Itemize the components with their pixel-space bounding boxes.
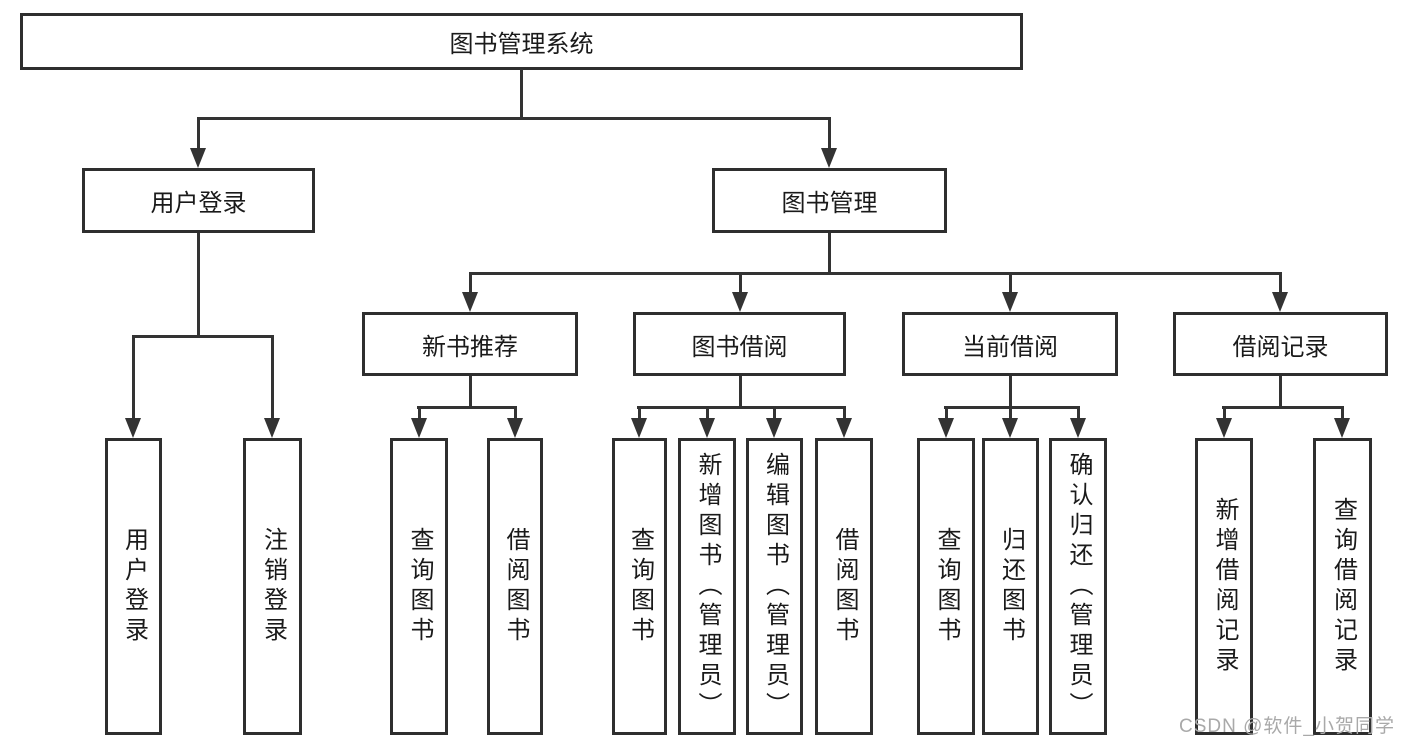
- arrowhead-icon: [1216, 418, 1232, 438]
- node-library-management-system: 图书管理系统: [20, 13, 1023, 70]
- leaf-user-login: 用户登录: [105, 438, 162, 735]
- connector-drop: [418, 406, 421, 420]
- connector-drop: [706, 406, 709, 420]
- leaf-logout-login: 注销登录: [243, 438, 302, 735]
- arrowhead-icon: [938, 418, 954, 438]
- arrowhead-icon: [1002, 292, 1018, 312]
- connector-drop-book-management: [828, 117, 831, 151]
- leaf-add-borrow-record: 新增借阅记录: [1195, 438, 1253, 735]
- leaf-borrow-books: 借阅图书: [815, 438, 873, 735]
- connector-drop-leaf-logout: [271, 335, 274, 420]
- csdn-watermark: CSDN @软件_小贺同学: [1179, 716, 1395, 737]
- connector-drop: [1077, 406, 1080, 420]
- arrowhead-icon: [1272, 292, 1288, 312]
- connector-root-rail: [197, 117, 831, 120]
- arrowhead-icon: [732, 292, 748, 312]
- connector-book-management-stem: [828, 233, 831, 275]
- arrowhead-icon: [821, 148, 837, 168]
- leaf-confirm-return-admin: 确认归还（管理员）: [1049, 438, 1107, 735]
- arrowhead-icon: [1334, 418, 1350, 438]
- connector-new-book-rail: [417, 406, 517, 409]
- connector-drop-leaf-user-login: [132, 335, 135, 420]
- connector-user-login-stem: [197, 233, 200, 335]
- connector-drop: [843, 406, 846, 420]
- leaf-query-borrow-record: 查询借阅记录: [1313, 438, 1372, 735]
- arrowhead-icon: [1002, 418, 1018, 438]
- connector-drop: [1223, 406, 1226, 420]
- connector-root-stem: [520, 69, 523, 118]
- node-user-login: 用户登录: [82, 168, 315, 233]
- arrowhead-icon: [264, 418, 280, 438]
- arrowhead-icon: [411, 418, 427, 438]
- connector-user-login-rail: [132, 335, 274, 338]
- leaf-edit-books-admin: 编辑图书（管理员）: [746, 438, 803, 735]
- arrowhead-icon: [190, 148, 206, 168]
- connector-drop-user-login: [197, 117, 200, 151]
- connector-drop: [514, 406, 517, 420]
- connector-current-borrow-rail: [944, 406, 1080, 409]
- node-book-management: 图书管理: [712, 168, 947, 233]
- connector-drop-book-borrow: [739, 272, 742, 294]
- arrowhead-icon: [462, 292, 478, 312]
- node-new-book-recommend: 新书推荐: [362, 312, 578, 376]
- connector-borrow-records-stem: [1279, 376, 1282, 406]
- arrowhead-icon: [699, 418, 715, 438]
- arrowhead-icon: [1070, 418, 1086, 438]
- connector-drop-current-borrow: [1009, 272, 1012, 294]
- connector-drop-new-book: [469, 272, 472, 294]
- node-current-borrow: 当前借阅: [902, 312, 1118, 376]
- arrowhead-icon: [631, 418, 647, 438]
- arrowhead-icon: [836, 418, 852, 438]
- connector-new-book-stem: [469, 376, 472, 406]
- leaf-borrow-books-recommend: 借阅图书: [487, 438, 543, 735]
- leaf-add-books-admin: 新增图书（管理员）: [678, 438, 736, 735]
- connector-drop: [1009, 406, 1012, 420]
- connector-drop: [1341, 406, 1344, 420]
- connector-borrow-records-rail: [1222, 406, 1344, 409]
- arrowhead-icon: [125, 418, 141, 438]
- connector-book-management-rail: [469, 272, 1282, 275]
- connector-drop: [773, 406, 776, 420]
- arrowhead-icon: [507, 418, 523, 438]
- leaf-query-books-current: 查询图书: [917, 438, 975, 735]
- connector-drop: [945, 406, 948, 420]
- leaf-query-books-borrow: 查询图书: [612, 438, 667, 735]
- connector-drop: [638, 406, 641, 420]
- connector-book-borrow-rail: [637, 406, 846, 409]
- connector-current-borrow-stem: [1009, 376, 1012, 406]
- connector-drop-borrow-records: [1279, 272, 1282, 294]
- arrowhead-icon: [766, 418, 782, 438]
- connector-book-borrow-stem: [739, 376, 742, 406]
- node-book-borrow: 图书借阅: [633, 312, 846, 376]
- leaf-return-books: 归还图书: [982, 438, 1039, 735]
- node-borrow-records: 借阅记录: [1173, 312, 1388, 376]
- leaf-query-books-recommend: 查询图书: [390, 438, 448, 735]
